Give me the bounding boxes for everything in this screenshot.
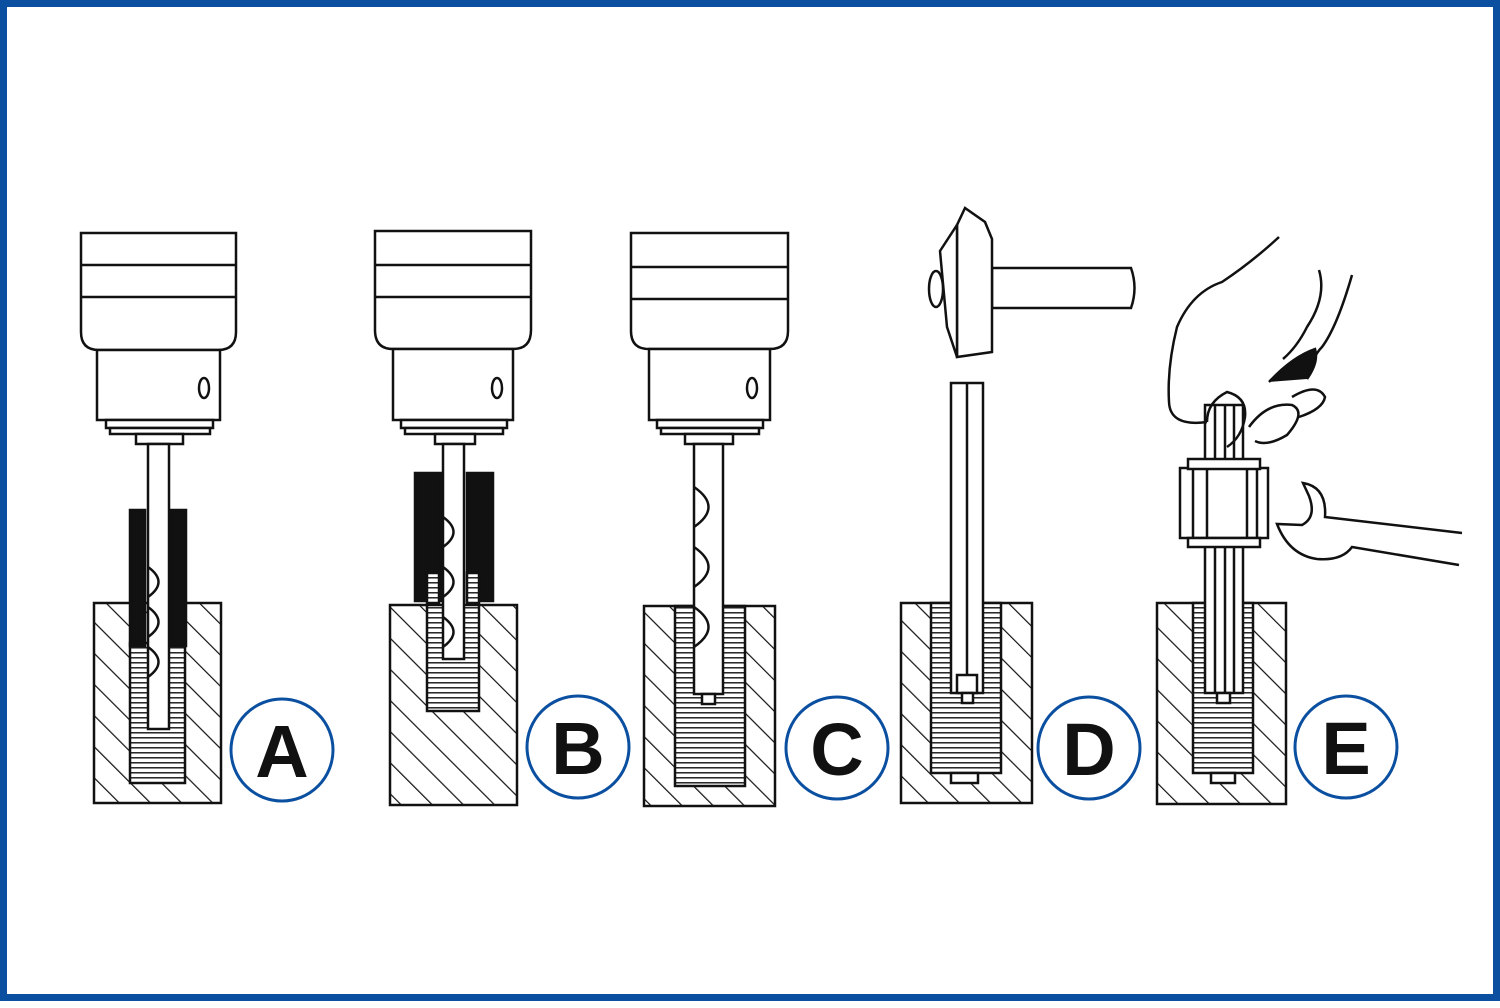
- thread-repair-diagram: A B C D E: [79, 206, 1463, 808]
- hand-outline: [1167, 236, 1354, 449]
- step-badge-c: C: [784, 695, 890, 801]
- step-e-illustration: [1155, 236, 1463, 806]
- step-b-illustration: [373, 229, 533, 807]
- tap-b: [441, 442, 466, 661]
- step-badge-d: D: [1036, 695, 1142, 801]
- step-a-illustration: [79, 231, 238, 805]
- drill-chuck-c: [629, 231, 790, 351]
- step-label-d: D: [1062, 708, 1115, 791]
- drill-chuck-b: [373, 229, 533, 351]
- step-label-a: A: [255, 710, 308, 793]
- step-label-e: E: [1321, 707, 1370, 790]
- step-badge-b: B: [525, 694, 631, 800]
- step-label-c: C: [810, 708, 863, 791]
- wrench: [1275, 481, 1463, 567]
- step-c-illustration: [629, 231, 790, 808]
- step-label-b: B: [551, 707, 604, 790]
- hammer: [927, 206, 1136, 359]
- step-badge-e: E: [1293, 694, 1399, 800]
- step-badge-a: A: [229, 697, 335, 803]
- knurled-nut: [1178, 466, 1270, 540]
- drill-chuck-a: [79, 231, 238, 352]
- step-d-illustration: [899, 206, 1136, 805]
